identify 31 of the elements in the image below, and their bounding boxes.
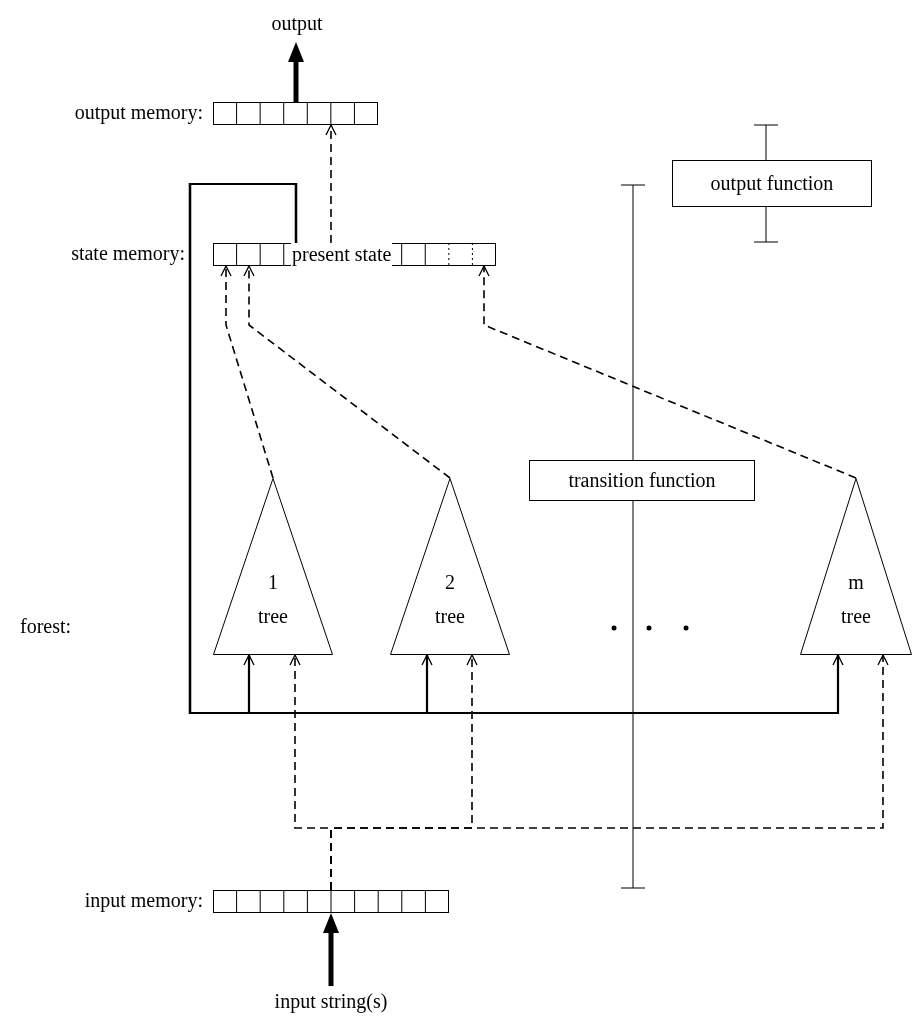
function-label: transition function: [568, 469, 716, 492]
arrow: [478, 265, 857, 479]
function-box: [672, 160, 872, 207]
tree-label: tree: [257, 605, 289, 628]
tree-triangle: [213, 478, 333, 655]
memory-register: [213, 102, 378, 125]
arrow: [325, 124, 337, 244]
arrow: [323, 913, 339, 986]
arrow: [330, 654, 889, 891]
tree-triangle: [800, 478, 912, 655]
arrow: [220, 265, 274, 479]
register-name: output memory:: [74, 101, 203, 124]
text-label: input string(s): [246, 986, 416, 1016]
register-text: present state: [291, 243, 393, 266]
tree-label: tree: [840, 605, 872, 628]
tree-index: 1: [267, 571, 279, 594]
arrow: [243, 265, 451, 479]
row-label: forest:: [20, 615, 72, 638]
tree-index: m: [847, 571, 865, 594]
tree-label: tree: [434, 605, 466, 628]
tree-triangle: [390, 478, 510, 655]
arrow: [288, 42, 304, 102]
tree-index: 2: [444, 571, 456, 594]
register-name: state memory:: [71, 242, 185, 265]
memory-register: [213, 890, 449, 913]
arrow: [188, 182, 844, 715]
function-box: [529, 460, 755, 501]
register-name: input memory:: [84, 889, 203, 912]
text-label: output: [257, 4, 337, 42]
memory-register: [213, 243, 496, 266]
function-label: output function: [710, 172, 834, 195]
